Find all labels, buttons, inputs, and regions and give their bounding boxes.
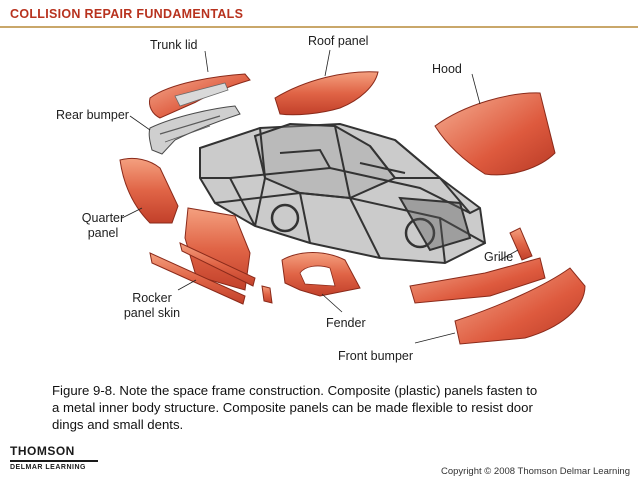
rocker-panel-skin [149,242,273,305]
label-quarter-panel-line1: Quarter [81,211,125,225]
label-quarter-panel-line2: panel [87,226,119,240]
page-title: COLLISION REPAIR FUNDAMENTALS [10,7,244,21]
logo-subtitle: DELMAR LEARNING [10,464,86,471]
grille-part [409,227,546,304]
label-rear-bumper: Rear bumper [56,108,129,122]
rear-bumper-leader [129,115,151,131]
header-divider [0,26,638,28]
hood-panel [434,92,556,176]
caption-line-3: dings and small dents. [52,417,184,432]
roof-panel-leader [324,49,331,77]
label-rocker-panel-line1: Rocker [132,291,172,305]
caption-line-2: a metal inner body structure. Composite … [52,400,533,415]
rocker-panel-leader [177,279,197,291]
publisher-logo: THOMSON DELMAR LEARNING [10,444,130,471]
exploded-car-diagram: Trunk lid Roof panel Hood Rear bumper Qu… [0,28,638,368]
diagram-svg [119,49,586,345]
quarter-panel [119,157,179,224]
roof-panel [274,71,379,116]
front-bumper-leader [414,332,456,344]
label-rocker-panel-skin: Rocker panel skin [116,291,188,321]
label-fender: Fender [326,316,366,330]
trunk-lid-leader [204,50,209,73]
figure-caption: Figure 9-8. Note the space frame constru… [52,382,612,433]
fender-panel [281,252,361,297]
header: COLLISION REPAIR FUNDAMENTALS [0,0,638,28]
caption-line-1: Figure 9-8. Note the space frame constru… [52,383,538,398]
hood-leader [471,73,481,105]
fender-leader [321,293,343,313]
label-roof-panel: Roof panel [308,34,369,48]
quarter-panel-leader [121,207,143,219]
label-trunk-lid: Trunk lid [150,38,198,52]
trunk-lid-panel [149,73,251,119]
label-rocker-panel-line2: panel skin [123,306,181,320]
label-front-bumper: Front bumper [338,349,414,363]
footer: THOMSON DELMAR LEARNING Copyright © 2008… [0,440,638,479]
rear-bumper-part [148,105,241,155]
copyright-notice: Copyright © 2008 Thomson Delmar Learning [440,466,630,477]
grille-leader [499,249,519,261]
label-quarter-panel: Quarter panel [78,211,128,241]
label-grille: Grille [484,250,514,264]
front-bumper-part [454,267,586,345]
logo-brand: THOMSON [10,444,75,458]
logo-divider [10,460,98,462]
label-hood: Hood [432,62,462,76]
space-frame [199,122,487,265]
